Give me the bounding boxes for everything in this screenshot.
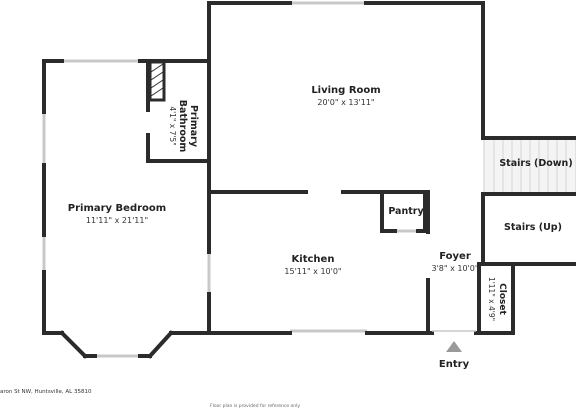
living-room-name: Living Room [311,85,381,96]
stairs-down-label: Stairs (Down) [499,158,573,169]
primary-bathroom-label: Primary Bathroom 4'1" x 7'5" [165,96,199,156]
stairs-area [483,137,576,195]
foyer-name: Foyer [439,251,471,262]
entry-label: Entry [438,359,470,370]
primary-bedroom-dims: 11'11" x 21'11" [85,216,149,225]
primary-bedroom-name: Primary Bedroom [67,203,167,214]
kitchen-name: Kitchen [291,254,335,265]
walls [42,1,576,359]
closet-name: Closet [497,283,507,315]
kitchen-dims: 15'11" x 10'0" [284,267,342,276]
primary-bathroom-name-line2: Bathroom [177,99,188,153]
entry-marker-icon [446,341,462,352]
primary-bathroom-name-line1: Primary [188,104,199,148]
closet-dims: 1'11" x 4'9" [487,276,496,322]
footer-note: Floor plan is provided for reference onl… [210,404,301,409]
shaft-block [148,60,166,102]
foyer-dims: 3'8" x 10'0" [431,264,479,273]
closet-label: Closet 1'11" x 4'9" [485,276,507,322]
living-room-dims: 20'0" x 13'11" [317,98,375,107]
primary-bathroom-dims: 4'1" x 7'5" [168,106,177,146]
footer-address: aron St NW, Huntsville, AL 35810 [0,389,92,395]
windows [42,1,418,358]
stairs-up-label: Stairs (Up) [504,222,562,233]
pantry-name: Pantry [388,206,424,217]
